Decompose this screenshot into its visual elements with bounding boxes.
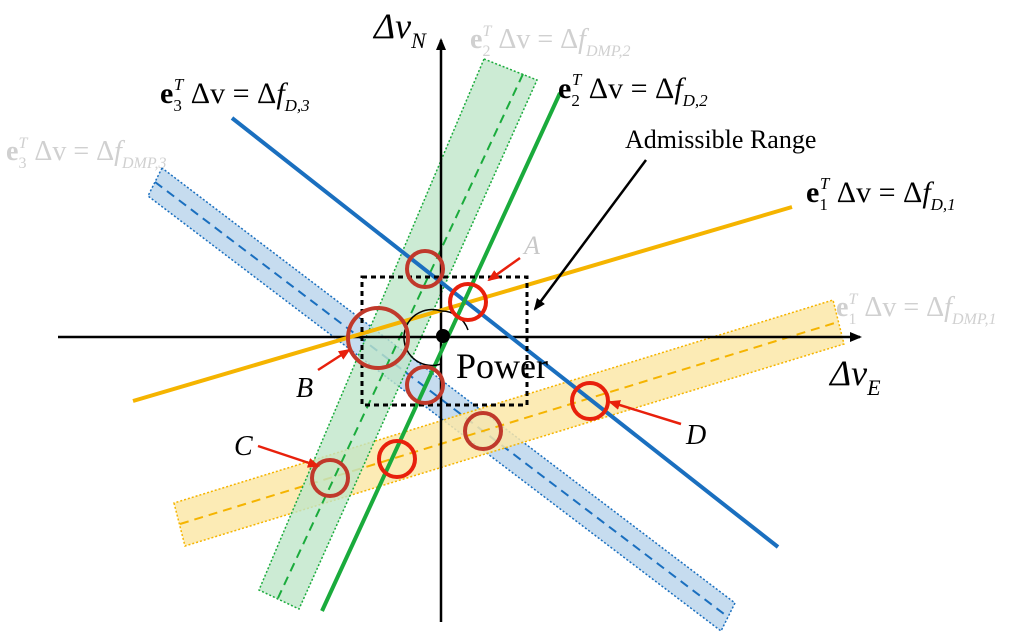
eq-dmp3-sub: 3 — [18, 155, 26, 172]
y-axis-label: ΔvN — [372, 6, 427, 53]
band-dmp1-centerline — [179, 321, 839, 525]
arrow-admissible-range — [533, 159, 648, 311]
eq-dmp3-e: e — [6, 136, 18, 167]
equation-d3: e3T Δv = ΔfD,3 — [160, 75, 310, 115]
eq-dmp1-f: f — [944, 292, 955, 323]
y-axis-label-sub: N — [410, 28, 427, 53]
eq-d2-rhs-sub: D,2 — [682, 91, 709, 110]
eq-dmp3-sup: T — [18, 135, 28, 152]
point-b-label: B — [296, 373, 313, 404]
intersection-circle-a — [448, 282, 488, 322]
eq-d1-rhs-sub: D,1 — [930, 195, 956, 214]
eq-dmp3-rhs-sub: DMP,3 — [121, 155, 167, 172]
eq-d2-sub: 2 — [571, 91, 580, 110]
arrow-d — [608, 400, 682, 426]
eq-dmp1-mid: Δv = Δ — [857, 292, 944, 323]
eq-d1-e: e — [806, 176, 819, 209]
origin-dot — [436, 329, 450, 343]
eq-dmp3-mid: Δv = Δ — [27, 136, 114, 167]
power-circle-arc — [403, 308, 442, 367]
point-a-label: A — [522, 231, 540, 260]
arrow-a — [487, 256, 521, 282]
equation-dmp2: e2 T Δv = ΔfDMP,2 — [470, 23, 631, 60]
eq-d3-rhs-sub: D,3 — [284, 96, 310, 115]
point-d-label: D — [685, 420, 706, 451]
eq-dmp2-mid: Δv = Δ — [491, 24, 578, 55]
eq-dmp2-rhs-sub: DMP,2 — [585, 43, 631, 60]
eq-d2-sup: T — [572, 70, 583, 89]
eq-dmp2-sup: T — [482, 23, 492, 40]
eq-dmp1-sub: 1 — [848, 311, 856, 328]
eq-d1-sup: T — [820, 174, 831, 193]
eq-d1-sub: 1 — [819, 195, 828, 214]
admissible-range-label: Admissible Range — [625, 125, 816, 154]
arrow-b — [317, 348, 351, 372]
eq-d3-mid: Δv = Δ — [183, 77, 276, 110]
eq-d1-mid: Δv = Δ — [829, 176, 922, 209]
eq-d2-e: e — [558, 72, 571, 105]
power-label: Power — [456, 346, 548, 386]
intersection-circle-d — [570, 381, 610, 421]
line-d2 — [320, 92, 562, 612]
eq-dmp2-sub: 2 — [482, 43, 490, 60]
intersection-circle-bottom — [405, 365, 445, 405]
intersection-circle-b — [346, 306, 410, 370]
eq-d2-mid: Δv = Δ — [581, 72, 674, 105]
intersection-circle-mid — [463, 411, 503, 451]
line-d3 — [230, 116, 780, 549]
point-c-label: C — [234, 431, 253, 462]
band-dmp2 — [258, 58, 539, 611]
y-axis-label-main: Δv — [372, 6, 411, 46]
equation-d1: e1T Δv = ΔfD,1 — [806, 174, 956, 214]
equation-dmp3: e3 T Δv = ΔfDMP,3 — [6, 135, 167, 172]
eq-dmp2-f: f — [578, 24, 589, 55]
eq-dmp2-e: e — [470, 24, 482, 55]
eq-dmp1-sup: T — [848, 291, 858, 308]
eq-d3-sub: 3 — [173, 96, 182, 115]
eq-dmp1-e: e — [836, 292, 848, 323]
eq-dmp3-f: f — [114, 136, 125, 167]
admissible-range-box — [360, 275, 529, 407]
x-axis-label-sub: E — [866, 375, 881, 400]
x-axis-label: ΔvE — [828, 353, 881, 400]
eq-dmp1-rhs-sub: DMP,1 — [951, 311, 997, 328]
equation-d2: e2T Δv = ΔfD,2 — [558, 70, 708, 110]
eq-d3-e: e — [160, 77, 173, 110]
equation-dmp1: e1 T Δv = ΔfDMP,1 — [836, 291, 997, 328]
eq-d3-sup: T — [174, 75, 185, 94]
x-axis-label-main: Δv — [828, 353, 867, 393]
intersection-circle-green-yellow — [377, 439, 417, 479]
arrow-c — [257, 444, 320, 468]
intersection-circle-top — [405, 249, 445, 289]
intersection-circle-c — [310, 458, 350, 498]
